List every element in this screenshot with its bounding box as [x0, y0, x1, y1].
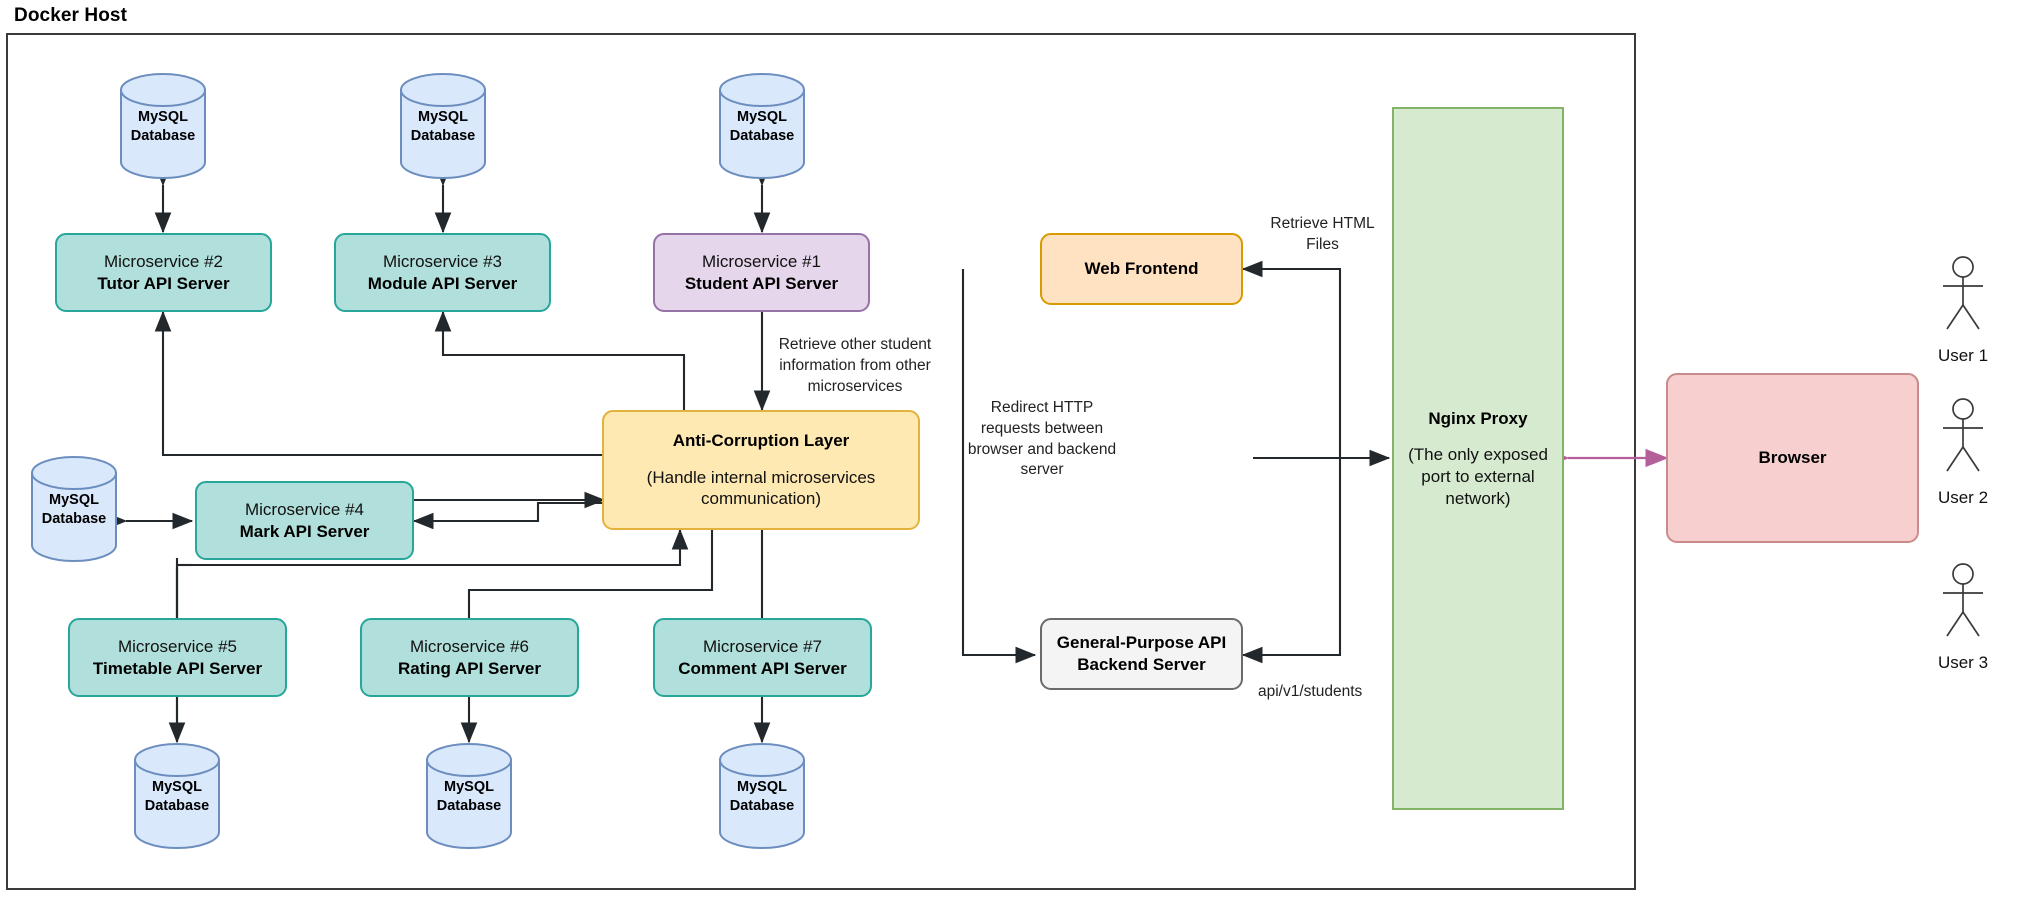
general-purpose-api-backend-server[interactable]: General-Purpose API Backend Server [1040, 618, 1243, 690]
microservice-name: Comment API Server [678, 658, 847, 678]
microservice-number: Microservice #3 [382, 251, 503, 271]
web-frontend[interactable]: Web Frontend [1040, 233, 1243, 305]
nginx-note-line2: port to external [1421, 467, 1535, 486]
microservice-name: Timetable API Server [92, 658, 263, 678]
backend-line1: General-Purpose API [1056, 633, 1227, 653]
microservice-module-api-server[interactable]: Microservice #3 Module API Server [334, 233, 551, 312]
acl-subtitle-line2: communication) [701, 489, 821, 509]
microservice-number: Microservice #2 [103, 251, 224, 271]
browser[interactable]: Browser [1666, 373, 1919, 543]
microservice-comment-api-server[interactable]: Microservice #7 Comment API Server [653, 618, 872, 697]
stick-figure-icon [1943, 398, 1983, 472]
microservice-number: Microservice #1 [701, 251, 822, 271]
edge-label-retrieve-html-files: Retrieve HTML Files [1270, 215, 1375, 253]
edge-label-retrieve-other-student-info: Retrieve other student information from … [778, 336, 932, 395]
actor-label: User 3 [1937, 653, 1989, 672]
nginx-note-line3: network) [1445, 488, 1511, 508]
stick-figure-icon [1943, 256, 1983, 330]
microservice-number: Microservice #6 [409, 636, 530, 656]
microservice-mark-api-server[interactable]: Microservice #4 Mark API Server [195, 481, 414, 560]
web-frontend-label: Web Frontend [1084, 259, 1199, 279]
microservice-student-api-server[interactable]: Microservice #1 Student API Server [653, 233, 870, 312]
actor-user-2: User 2 [1920, 395, 2006, 508]
backend-line2: Backend Server [1077, 655, 1206, 674]
edge-label-redirect-http-requests: Redirect HTTP requests between browser a… [967, 399, 1117, 479]
microservice-name: Rating API Server [398, 658, 541, 678]
edge-label-api-path: api/v1/students [1258, 683, 1363, 700]
actor-label: User 1 [1937, 346, 1989, 365]
acl-subtitle-line1: (Handle internal microservices [646, 467, 876, 487]
microservice-number: Microservice #7 [702, 636, 823, 656]
microservice-timetable-api-server[interactable]: Microservice #5 Timetable API Server [68, 618, 287, 697]
acl-title: Anti-Corruption Layer [672, 430, 850, 450]
docker-host-title: Docker Host [14, 5, 128, 26]
actor-label: User 2 [1937, 488, 1989, 507]
microservice-number: Microservice #4 [244, 499, 365, 519]
stick-figure-icon [1943, 563, 1983, 637]
microservice-name: Mark API Server [239, 521, 370, 541]
nginx-title: Nginx Proxy [1428, 408, 1528, 428]
nginx-proxy[interactable]: Nginx Proxy (The only exposed port to ex… [1392, 107, 1564, 810]
microservice-rating-api-server[interactable]: Microservice #6 Rating API Server [360, 618, 579, 697]
browser-label: Browser [1758, 448, 1827, 468]
nginx-note-line1: (The only exposed [1408, 445, 1548, 465]
microservice-number: Microservice #5 [117, 636, 238, 656]
anti-corruption-layer[interactable]: Anti-Corruption Layer (Handle internal m… [602, 410, 920, 530]
actor-user-1: User 1 [1920, 253, 2006, 366]
microservice-name: Module API Server [367, 273, 518, 293]
microservice-name: Student API Server [684, 273, 839, 293]
microservice-tutor-api-server[interactable]: Microservice #2 Tutor API Server [55, 233, 272, 312]
microservice-name: Tutor API Server [97, 273, 230, 293]
actor-user-3: User 3 [1920, 560, 2006, 673]
